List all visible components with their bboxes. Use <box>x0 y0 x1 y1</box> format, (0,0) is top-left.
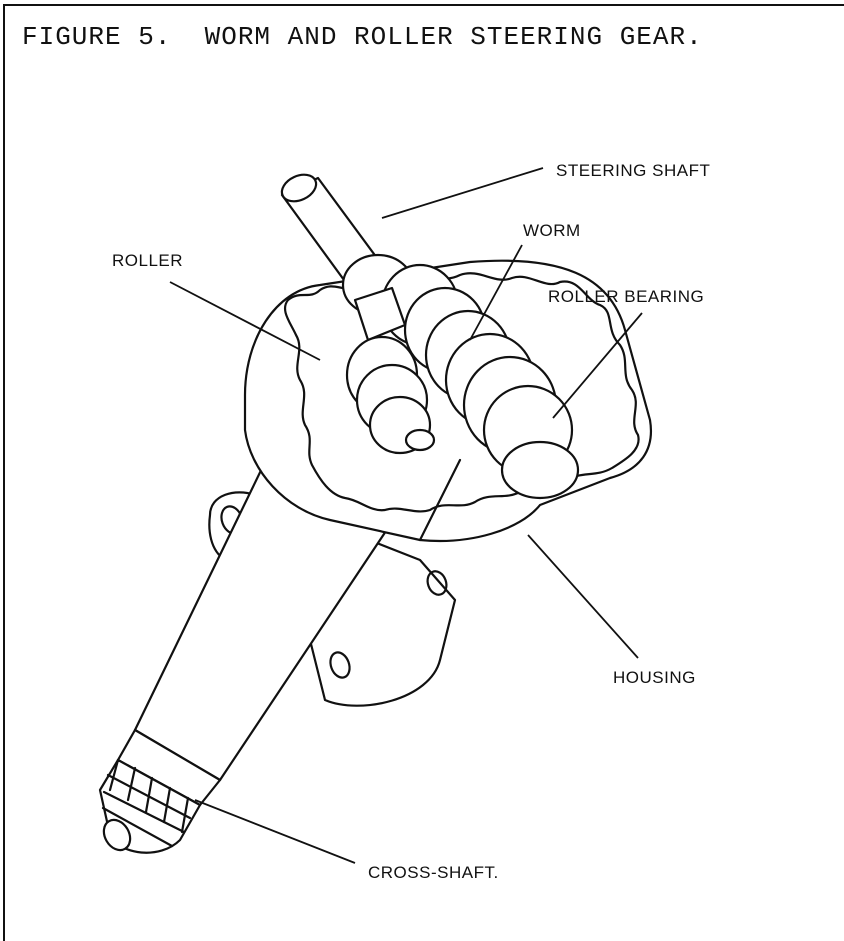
leader-roller-bearing <box>552 312 643 419</box>
label-roller: ROLLER <box>112 251 183 270</box>
label-steering-shaft: STEERING SHAFT <box>556 161 710 180</box>
label-housing: HOUSING <box>613 668 696 687</box>
leader-worm <box>469 244 523 341</box>
label-cross-shaft: CROSS-SHAFT. <box>368 863 499 882</box>
frame-left-border <box>3 4 5 941</box>
leader-cross-shaft <box>194 799 356 864</box>
frame-top-border <box>3 4 844 6</box>
worm-gear <box>341 253 580 500</box>
label-worm: WORM <box>523 221 581 240</box>
leader-steering-shaft <box>381 167 544 219</box>
roller <box>345 286 436 455</box>
cross-shaft-spline <box>98 758 202 854</box>
label-roller-bearing: ROLLER BEARING <box>548 287 704 306</box>
leader-roller <box>169 281 321 361</box>
leader-housing <box>527 534 639 659</box>
figure-caption: FIGURE 5. WORM AND ROLLER STEERING GEAR. <box>22 22 703 52</box>
